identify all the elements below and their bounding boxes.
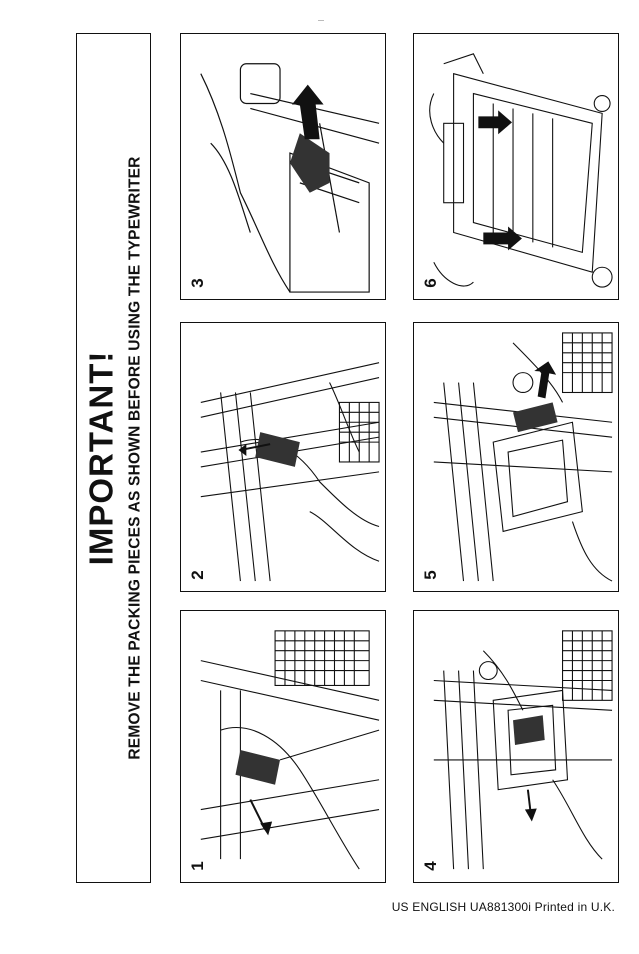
remove-packing-piece-5-icon (433, 332, 613, 582)
step-panel-1: 1 (180, 610, 386, 883)
remove-packing-piece-1-icon (200, 630, 380, 870)
step-number: 1 (187, 861, 207, 871)
step-number: 6 (420, 278, 440, 288)
title-band: IMPORTANT! REMOVE THE PACKING PIECES AS … (76, 33, 151, 883)
step-number: 2 (187, 570, 207, 580)
title-rotated-block: IMPORTANT! REMOVE THE PACKING PIECES AS … (76, 33, 151, 883)
step-number: 3 (187, 278, 207, 288)
remove-packing-piece-3-icon (200, 63, 380, 293)
step-panel-2: 2 (180, 322, 386, 592)
page-title: IMPORTANT! (81, 350, 119, 566)
remove-packing-piece-6-icon (429, 53, 613, 288)
step-panel-4: 4 (413, 610, 619, 883)
print-speck (318, 20, 324, 21)
step-number: 4 (420, 861, 440, 871)
footer-print-code: US ENGLISH UA881300i Printed in U.K. (391, 900, 615, 914)
page-subtitle: REMOVE THE PACKING PIECES AS SHOWN BEFOR… (125, 156, 143, 760)
remove-packing-piece-2-icon (200, 362, 380, 582)
step-number: 5 (420, 570, 440, 580)
step-panel-6: 6 (413, 33, 619, 300)
remove-packing-piece-4-icon (433, 630, 613, 870)
step-panel-5: 5 (413, 322, 619, 592)
step-panel-3: 3 (180, 33, 386, 300)
